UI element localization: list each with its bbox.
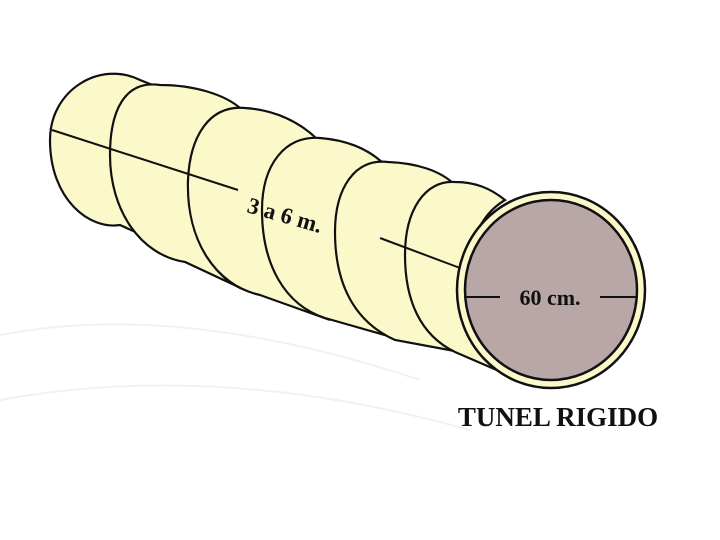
diameter-label: 60 cm. <box>519 285 580 310</box>
diameter-dimension: 60 cm. <box>465 285 637 310</box>
opening-face <box>463 198 639 382</box>
background-decoration <box>0 323 471 431</box>
length-line-right <box>379 237 461 269</box>
tunnel-opening <box>455 190 647 390</box>
diagram-title: TUNEL RIGIDO <box>458 402 658 432</box>
tunnel-body <box>48 72 521 382</box>
length-line-left <box>51 129 239 191</box>
